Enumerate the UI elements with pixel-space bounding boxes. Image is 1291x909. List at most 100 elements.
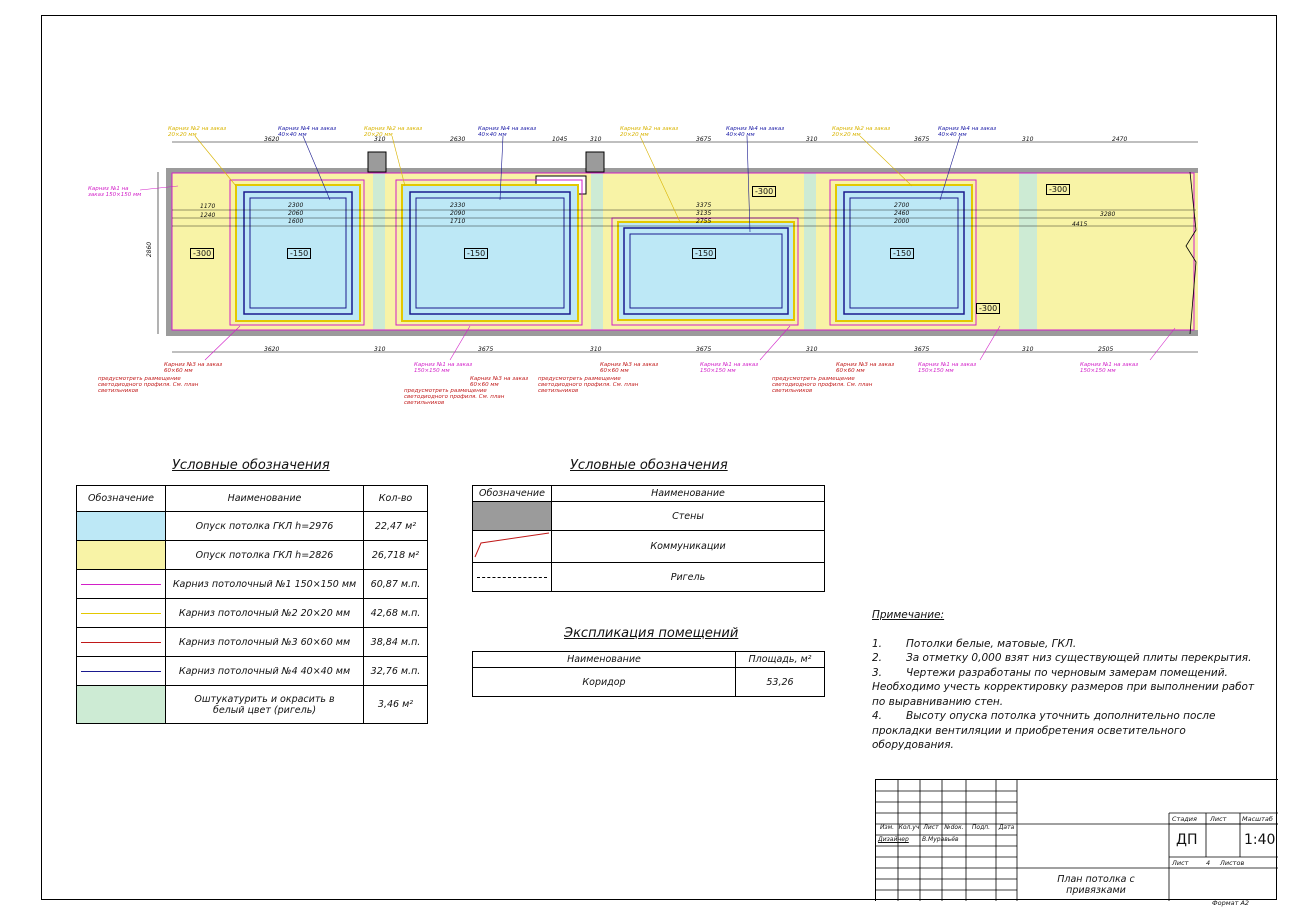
- rigel-strip: [373, 172, 385, 334]
- dim-label: 1170: [200, 203, 216, 210]
- note-item: 3.Чертежи разработаны по черновым замера…: [872, 666, 1264, 710]
- dim-label: 3375: [696, 202, 712, 209]
- blue-panel-2: [395, 179, 583, 326]
- rigel-strip: [804, 172, 816, 334]
- explication-table: Наименование Площадь, м² Коридор 53,26: [472, 651, 825, 697]
- blue-panel-3: [611, 217, 799, 326]
- callout: Карниз №3 на заказ 60×60 мм: [836, 362, 895, 374]
- room-area: 53,26: [735, 667, 825, 697]
- dim-label: 310: [590, 136, 602, 143]
- level-label: -300: [976, 303, 1001, 314]
- level-label: -150: [287, 248, 312, 259]
- dim-label: 3675: [914, 346, 930, 353]
- level-label: -300: [1046, 184, 1071, 195]
- note-item: 2. За отметку 0,000 взят низ существующей…: [872, 651, 1264, 666]
- legend-qty: 32,76 м.п.: [363, 656, 428, 686]
- sheet-label: Лист: [1210, 815, 1227, 823]
- note-text: Потолки белые, матовые, ГКЛ.: [906, 637, 1077, 650]
- legend-qty: 42,68 м.п.: [363, 598, 428, 628]
- legend-swatch: [76, 656, 166, 686]
- designer-role: Дизайнер: [878, 836, 909, 843]
- notes-block: Примечание: 1. Потолки белые, матовые, ГК…: [872, 608, 1264, 753]
- bottom-dimension-row: 3620 310 3675 310 3675 310 3675 310 2505: [168, 346, 1198, 354]
- legend2-header: Обозначение: [472, 485, 552, 502]
- legend1-row: Карниз потолочный №2 20×20 мм 42,68 м.п.: [76, 598, 428, 628]
- inner-dims-room2: 2330 2090 1710: [450, 202, 465, 226]
- stage-value: ДП: [1176, 832, 1198, 848]
- dim-label: 2300: [288, 202, 304, 209]
- callout: Карниз №2 на заказ 20×20 мм: [832, 126, 891, 138]
- scale-value: 1:40: [1244, 832, 1276, 848]
- notes-title: Примечание:: [872, 609, 945, 621]
- legend2-row: Стены: [472, 501, 825, 531]
- inner-dims-room1: 2300 2060 1600: [288, 202, 303, 226]
- note-num: 2.: [872, 652, 883, 664]
- legend2-title: Условные обозначения: [570, 458, 728, 473]
- note-text: Чертежи разработаны по черновым замерам …: [872, 666, 1255, 708]
- dim-label: 1045: [552, 136, 568, 143]
- legend-name: Опуск потолка ГКЛ h=2976: [165, 511, 364, 541]
- callout: Карниз №4 на заказ 40×40 мм: [478, 126, 537, 138]
- level-label: -150: [890, 248, 915, 259]
- stamp-col: №doк.: [944, 824, 964, 831]
- legend1-row: Карниз потолочный №1 150×150 мм 60,87 м.…: [76, 569, 428, 599]
- level-label: -300: [752, 186, 777, 197]
- dim-label: 310: [1022, 346, 1034, 353]
- legend2-name: Стены: [551, 501, 825, 531]
- wall-swatch: [472, 501, 552, 531]
- stamp-col: Подп.: [971, 824, 991, 831]
- legend-qty: 22,47 м²: [363, 511, 428, 541]
- side-dims-left: 1170 1240: [200, 202, 215, 220]
- inner-dims-room3: 3375 3135 2755: [696, 202, 711, 226]
- legend-name: Карниз потолочный №2 20×20 мм: [165, 598, 364, 628]
- callout: Карниз №1 на заказ 150×150 мм: [1080, 362, 1139, 374]
- legend1-row: Карниз потолочный №4 40×40 мм 32,76 м.п.: [76, 656, 428, 686]
- legend1-row: Опуск потолка ГКЛ h=2976 22,47 м²: [76, 511, 428, 541]
- callout: Карниз №2 на заказ 20×20 мм: [364, 126, 423, 138]
- legend2-name: Коммуникации: [551, 530, 825, 563]
- wall-top: [166, 168, 1198, 173]
- dim-label: 2330: [450, 202, 466, 209]
- legend-name: Карниз потолочный №4 40×40 мм: [165, 656, 364, 686]
- dim-label: 3675: [478, 346, 494, 353]
- note-text: За отметку 0,000 взят низ существующей п…: [906, 652, 1252, 664]
- legend-qty: 3,46 м²: [363, 685, 428, 724]
- note-num: 1.: [872, 637, 883, 650]
- rigel-strip: [1019, 172, 1037, 334]
- dim-label: 2630: [450, 136, 466, 143]
- callout: Карниз №3 на заказ 60×60 мм: [470, 376, 529, 388]
- legend-swatch: [76, 598, 166, 628]
- ceiling-plan: [139, 135, 1198, 361]
- stamp-col: Дата: [998, 824, 1015, 831]
- dim-label: 2505: [1098, 346, 1114, 353]
- legend-qty: 26,718 м²: [363, 540, 428, 570]
- legend1-table: Обозначение Наименование Кол-во Опуск по…: [76, 485, 428, 724]
- explication-title: Экспликация помещений: [564, 626, 739, 641]
- legend-name: Карниз потолочный №1 150×150 мм: [165, 569, 364, 599]
- dim-label: 3620: [264, 346, 280, 353]
- callout: Карниз №2 на заказ 20×20 мм: [620, 126, 679, 138]
- stamp-header-row: Изм. Кол.уч Лист №doк. Подп. Дата: [876, 824, 1017, 835]
- dim-label: 3620: [264, 136, 280, 143]
- format-label: Формат А2: [1212, 899, 1250, 907]
- led-note: предусмотреть размещение светодиодного п…: [98, 376, 199, 394]
- drawing-title: План потолка с привязками: [1057, 874, 1135, 896]
- cornice-1-outline: [171, 172, 1195, 331]
- dim-label: 1600: [288, 218, 304, 225]
- led-note: предусмотреть размещение светодиодного п…: [538, 376, 639, 394]
- callout: Карниз №1 на заказ 150×150 мм: [700, 362, 759, 374]
- inner-dims-room4: 2700 2460 2000: [894, 202, 909, 226]
- note-item: 1. Потолки белые, матовые, ГКЛ.: [872, 637, 1264, 652]
- legend1-title: Условные обозначения: [172, 458, 330, 473]
- callout: Карниз №4 на заказ 40×40 мм: [938, 126, 997, 138]
- legend-qty: 60,87 м.п.: [363, 569, 428, 599]
- note-item: 4.Высоту опуска потолка уточнить дополни…: [872, 709, 1264, 753]
- legend1-row: Оштукатурить и окрасить в белый цвет (ри…: [76, 685, 428, 724]
- dim-label: 310: [374, 136, 386, 143]
- dim-label: 310: [806, 136, 818, 143]
- legend2-table: Обозначение Наименование Стены Коммуника…: [472, 485, 825, 592]
- dim-label: 2470: [1112, 136, 1128, 143]
- led-note: предусмотреть размещение светодиодного п…: [404, 388, 505, 406]
- callout: Карниз №3 на заказ 60×60 мм: [164, 362, 223, 374]
- dim-label: 3135: [696, 210, 712, 217]
